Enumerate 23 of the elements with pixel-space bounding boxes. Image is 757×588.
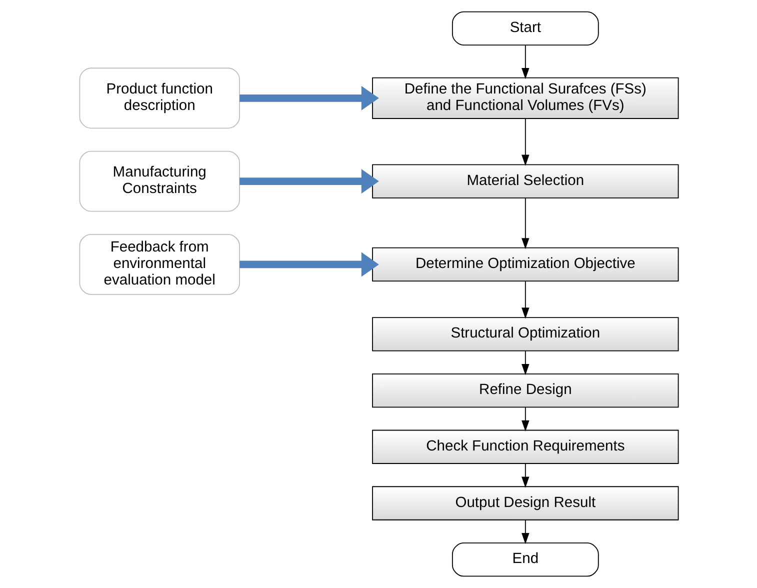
node-box: Define the Functional Surafces (FSs) and Functional Volumes (FVs) xyxy=(372,77,678,119)
node-box: Check Function Requirements xyxy=(372,430,678,464)
node-box: Product function description xyxy=(78,68,240,129)
arrow xyxy=(521,350,529,376)
arrow xyxy=(239,169,378,194)
node-box: Material Selection xyxy=(372,164,678,198)
node-box: Start xyxy=(451,11,598,46)
node-box: Refine Design xyxy=(372,373,678,408)
arrow xyxy=(239,252,378,277)
arrow xyxy=(521,463,529,488)
arrow xyxy=(521,519,529,544)
node-box: Feedback from environmental evaluation model xyxy=(78,234,240,295)
arrow xyxy=(239,86,378,110)
node-box: End xyxy=(451,542,598,577)
arrow xyxy=(521,44,529,80)
node-box: Output Design Result xyxy=(372,486,678,520)
node-box: Structural Optimization xyxy=(372,317,678,352)
arrow xyxy=(521,280,529,319)
node-box: Manufacturing Constraints xyxy=(78,150,240,212)
arrow xyxy=(521,198,529,250)
node-box: Determine Optimization Objective xyxy=(372,247,678,282)
arrow xyxy=(521,118,529,166)
arrow xyxy=(521,406,529,432)
